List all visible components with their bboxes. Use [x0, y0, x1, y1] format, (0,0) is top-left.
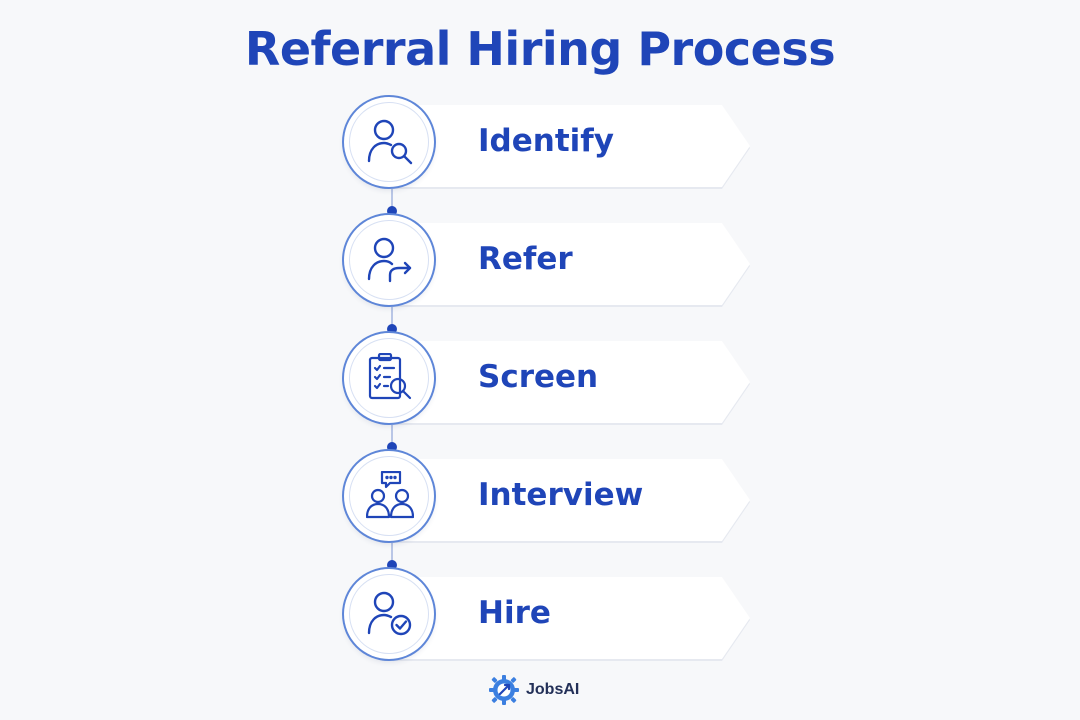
step-card	[382, 341, 750, 423]
step-refer: Refer	[344, 215, 754, 307]
gear-rocket-logo-icon	[489, 675, 519, 705]
step-icon-circle	[344, 569, 434, 659]
people-chat-icon	[366, 471, 414, 519]
step-label: Identify	[478, 123, 614, 159]
step-icon-circle	[344, 451, 434, 541]
flow-node-dot	[387, 560, 397, 570]
step-icon-circle	[344, 97, 434, 187]
person-search-icon	[367, 119, 413, 165]
step-label: Interview	[478, 477, 644, 513]
flow-connector	[391, 423, 393, 457]
person-forward-icon	[367, 237, 412, 283]
person-check-icon	[367, 591, 412, 636]
step-label: Hire	[478, 595, 551, 631]
brand-name: JobsAI	[526, 681, 580, 698]
flow-connector	[391, 187, 393, 221]
step-icon-circle	[344, 333, 434, 423]
step-card	[382, 459, 750, 541]
page-title: Referral Hiring Process	[244, 22, 836, 76]
step-card	[382, 105, 750, 187]
step-card	[382, 577, 750, 659]
flow-connector	[391, 541, 393, 575]
step-card	[382, 223, 750, 305]
step-identify: Identify	[344, 97, 754, 189]
step-icon-circle	[344, 215, 434, 305]
flow-connector	[391, 305, 393, 339]
step-interview: Interview	[344, 451, 754, 543]
flow-node-dot	[387, 206, 397, 216]
clipboard-search-icon	[368, 353, 412, 400]
step-hire: Hire	[344, 569, 754, 661]
step-screen: Screen	[344, 333, 754, 425]
step-label: Refer	[478, 241, 573, 277]
step-label: Screen	[478, 359, 599, 395]
flow-node-dot	[387, 442, 397, 452]
flow-node-dot	[387, 324, 397, 334]
brand-logo: JobsAI	[488, 674, 579, 706]
